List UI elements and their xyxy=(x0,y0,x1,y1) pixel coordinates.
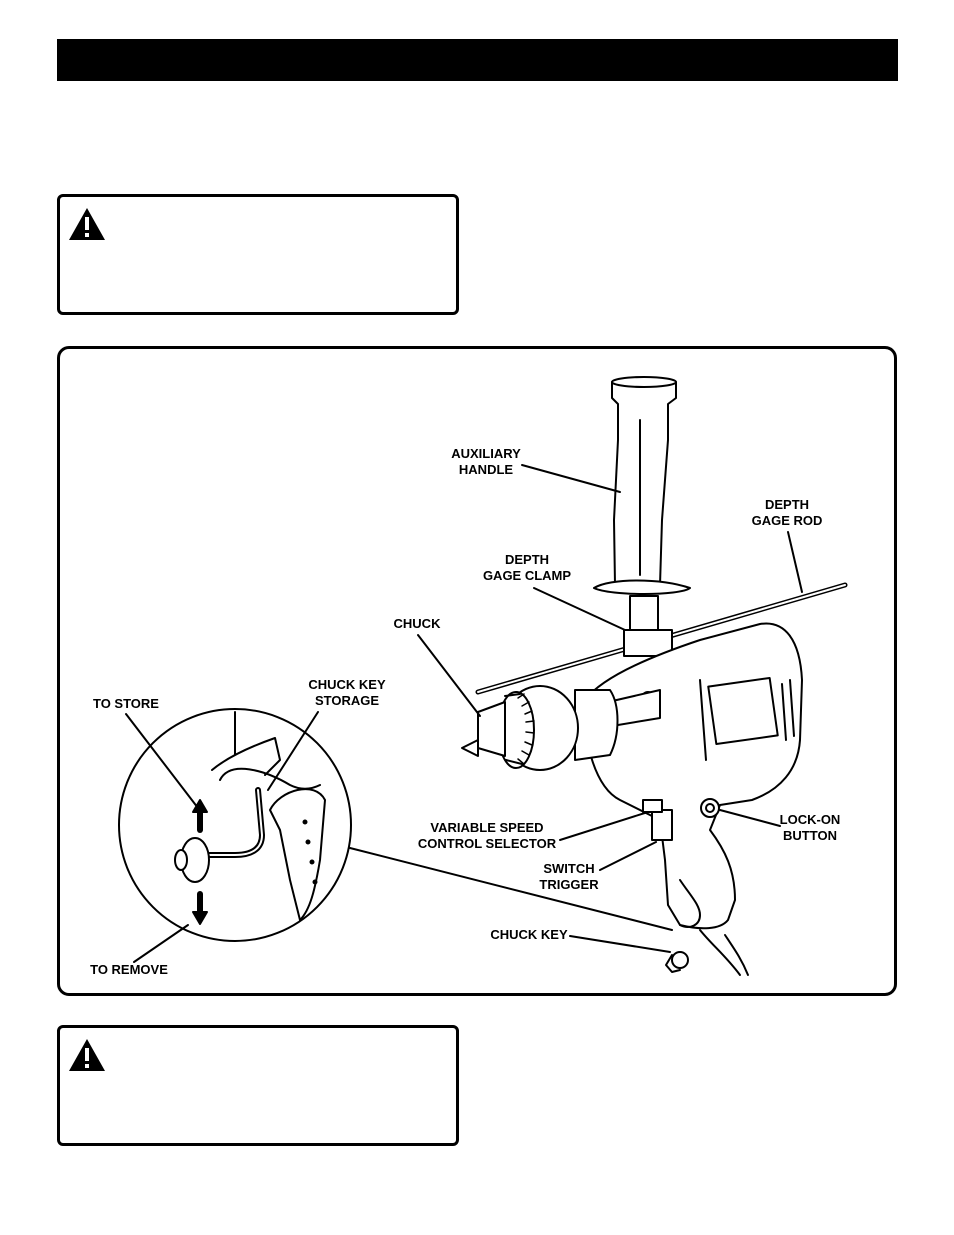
callout-to-remove: TO REMOVE xyxy=(90,962,168,977)
callout-chuck-key: CHUCK KEY xyxy=(490,927,568,942)
callout-to-store: TO STORE xyxy=(93,696,159,711)
callout-chuck-key-storage: CHUCK KEY STORAGE xyxy=(308,677,386,708)
callout-switch-trigger: SWITCH TRIGGER xyxy=(539,861,599,892)
drill-figure-panel xyxy=(57,346,897,996)
warning-box-bottom xyxy=(57,1025,459,1146)
warning-box-top xyxy=(57,194,459,315)
callout-lock-on-button: LOCK-ON BUTTON xyxy=(779,812,841,843)
warning-triangle-icon xyxy=(69,208,105,240)
callout-chuck: CHUCK xyxy=(393,616,441,631)
callout-auxiliary-handle: AUXILIARY HANDLE xyxy=(451,446,521,477)
section-header-bar xyxy=(57,39,898,81)
callout-depth-gage-rod: DEPTH GAGE ROD xyxy=(751,497,823,528)
warning-triangle-icon xyxy=(69,1039,105,1071)
callout-depth-gage-clamp: DEPTH GAGE CLAMP xyxy=(482,552,572,583)
callout-variable-speed-control-selector: VARIABLE SPEED CONTROL SELECTOR xyxy=(417,820,557,851)
